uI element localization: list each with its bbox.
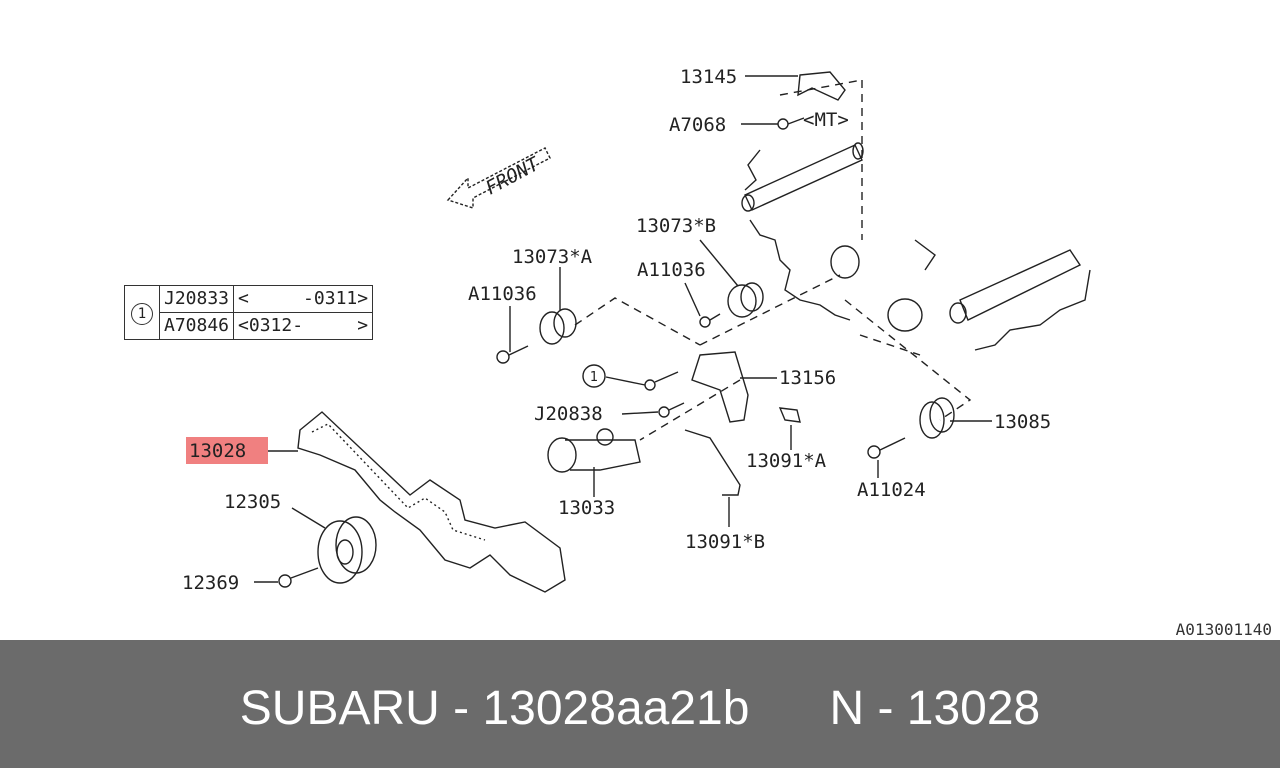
belt-teeth — [311, 423, 486, 541]
footer-bar: SUBARU - 13028aa21b N - 13028 — [0, 640, 1280, 768]
label-12369: 12369 — [182, 572, 239, 594]
label-13085: 13085 — [994, 411, 1051, 433]
camshaft-right — [949, 249, 1091, 351]
label-13091b: 13091*B — [685, 531, 765, 553]
crank-pulley-12305 — [317, 516, 377, 584]
label-13073b: 13073*B — [636, 215, 716, 237]
label-mt: <MT> — [803, 109, 849, 131]
ref-circle-marker — [582, 364, 606, 388]
footer-caption: SUBARU - 13028aa21b N - 13028 — [0, 640, 1280, 768]
timing-belt-13028 — [297, 411, 566, 593]
table-part: A70846 — [158, 312, 235, 340]
table-marker-cell: 1 — [124, 285, 160, 340]
label-circle-1: 1 — [590, 370, 598, 385]
table-row: 1 J20833 < -0311> — [124, 285, 374, 340]
label-a11036-mid: A11036 — [637, 259, 706, 281]
assembly-lines — [574, 79, 972, 441]
label-13073a: 13073*A — [512, 246, 593, 268]
bolt-a7068 — [777, 117, 805, 130]
label-j20838: J20838 — [534, 403, 603, 425]
camshaft-upper — [741, 142, 864, 321]
label-a7068: A7068 — [669, 114, 726, 136]
bracket-13145 — [797, 71, 846, 101]
bolt-a11036-left — [496, 345, 529, 364]
label-13145: 13145 — [680, 66, 737, 88]
label-a11024: A11024 — [857, 479, 926, 501]
sprocket-13085 — [919, 397, 955, 439]
bolt-a11036-mid — [699, 313, 721, 328]
leader-lines — [254, 75, 992, 583]
bracket-13091b — [684, 429, 741, 496]
footer-ref: N - 13028 — [829, 682, 1041, 735]
table-row: A70846 <0312- > — [125, 312, 374, 340]
idler-13073a — [539, 308, 577, 345]
tensioner-13033 — [547, 428, 641, 473]
label-front: FRONT — [482, 152, 544, 199]
table-part: J20833 — [158, 285, 235, 313]
label-a11036-left: A11036 — [468, 283, 537, 305]
label-13156: 13156 — [779, 367, 836, 389]
table-range: < -0311> — [233, 285, 374, 313]
image-code: A013001140 — [1175, 620, 1272, 639]
label-12305: 12305 — [224, 491, 281, 513]
bolt-j20838 — [658, 402, 685, 418]
table-marker: 1 — [131, 302, 153, 325]
bolt-a11024 — [867, 437, 906, 459]
cam-idler-right — [830, 239, 936, 332]
front-arrow-icon — [446, 147, 551, 209]
table-range: <0312- > — [233, 312, 374, 340]
footer-brand-part: SUBARU - 13028aa21b — [239, 682, 750, 735]
parts-diagram: 13145 A7068 <MT> FRONT 13073*B 13073*A A… — [182, 66, 1091, 594]
bracket-13156 — [691, 351, 749, 423]
label-13033: 13033 — [558, 497, 615, 519]
label-13028: 13028 — [189, 440, 246, 462]
clip-13091a — [778, 407, 801, 423]
bolt-12369 — [278, 567, 319, 588]
idler-13073b — [727, 282, 764, 318]
label-13091a: 13091*A — [746, 450, 827, 472]
fastener-table: 1 J20833 < -0311> A70846 <0312- > — [124, 285, 374, 340]
footer-gap — [749, 682, 829, 735]
bolt-ref-1 — [644, 371, 679, 391]
highlight-box — [186, 437, 268, 464]
